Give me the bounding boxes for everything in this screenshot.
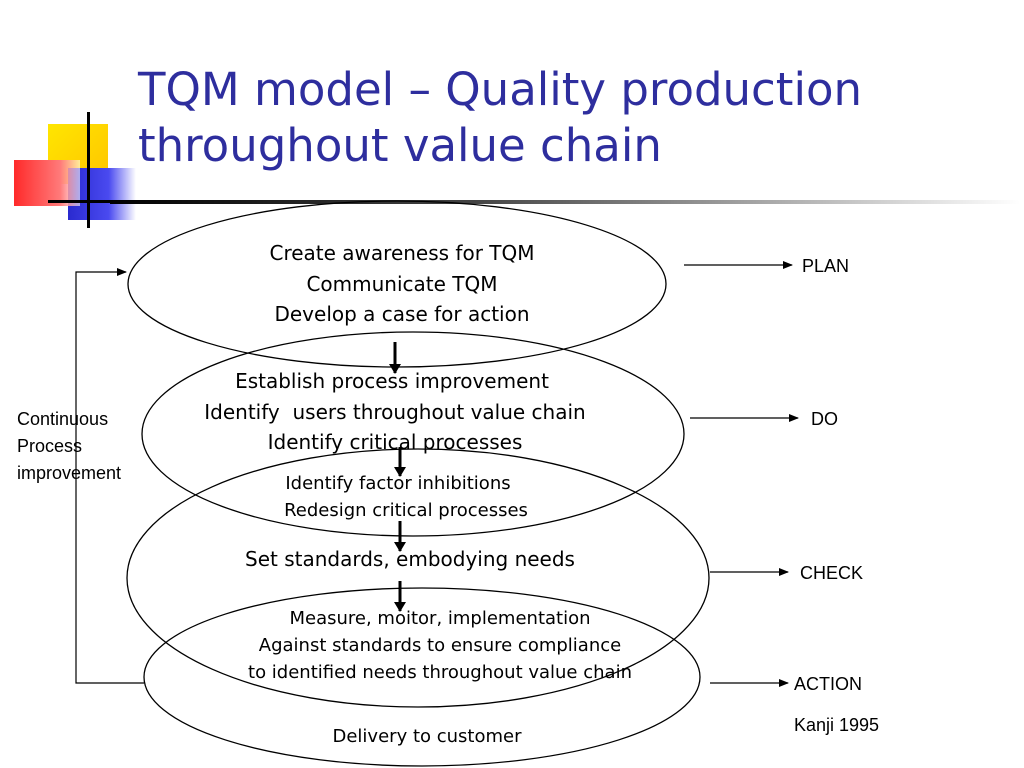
title-rule — [110, 200, 1020, 204]
phase-label-action: ACTION — [794, 674, 863, 694]
title-line-2: throughout value chain — [138, 119, 662, 172]
loop-label-line-3: improvement — [17, 463, 122, 483]
stage-1-line-3: Develop a case for action — [274, 302, 529, 326]
phase-label-check: CHECK — [800, 563, 864, 583]
stage-4-line-1: Set standards, embodying needs — [245, 547, 575, 571]
stage-1-line-1: Create awareness for TQM — [269, 241, 534, 265]
stage-ellipse-3 — [126, 448, 710, 708]
stage-3-line-1: Identify factor inhibitions — [285, 473, 510, 494]
stage-3-line-2: Redesign critical processes — [284, 500, 528, 521]
title-line-1: TQM model – Quality production — [138, 63, 862, 116]
deco-vertical-line — [87, 112, 90, 228]
citation: Kanji 1995 — [794, 715, 880, 735]
phase-label-plan: PLAN — [802, 256, 850, 276]
loop-label-line-2: Process — [17, 436, 83, 456]
phase-label-do: DO — [811, 409, 838, 429]
stage-ellipse-4 — [143, 587, 701, 767]
stage-5-line-1: Measure, moitor, implementation — [289, 608, 590, 629]
feedback-loop-line — [75, 268, 144, 684]
stage-ellipse-2 — [141, 331, 685, 537]
deco-red-square — [14, 160, 80, 206]
stage-2-line-2: Identify users throughout value chain — [204, 400, 585, 424]
stage-5-line-2: Against standards to ensure compliance — [259, 635, 621, 656]
stage-5-line-3: to identified needs throughout value cha… — [248, 662, 632, 683]
stage-2-line-3: Identify critical processes — [268, 430, 523, 454]
stage-1-line-2: Communicate TQM — [306, 272, 497, 296]
stage-2-line-1: Establish process improvement — [235, 369, 549, 393]
page-title: TQM model – Quality production throughou… — [138, 62, 1018, 174]
deco-horizontal-line — [48, 200, 128, 203]
stage-6-line-1: Delivery to customer — [333, 726, 523, 747]
loop-label-line-1: Continuous — [17, 409, 109, 429]
